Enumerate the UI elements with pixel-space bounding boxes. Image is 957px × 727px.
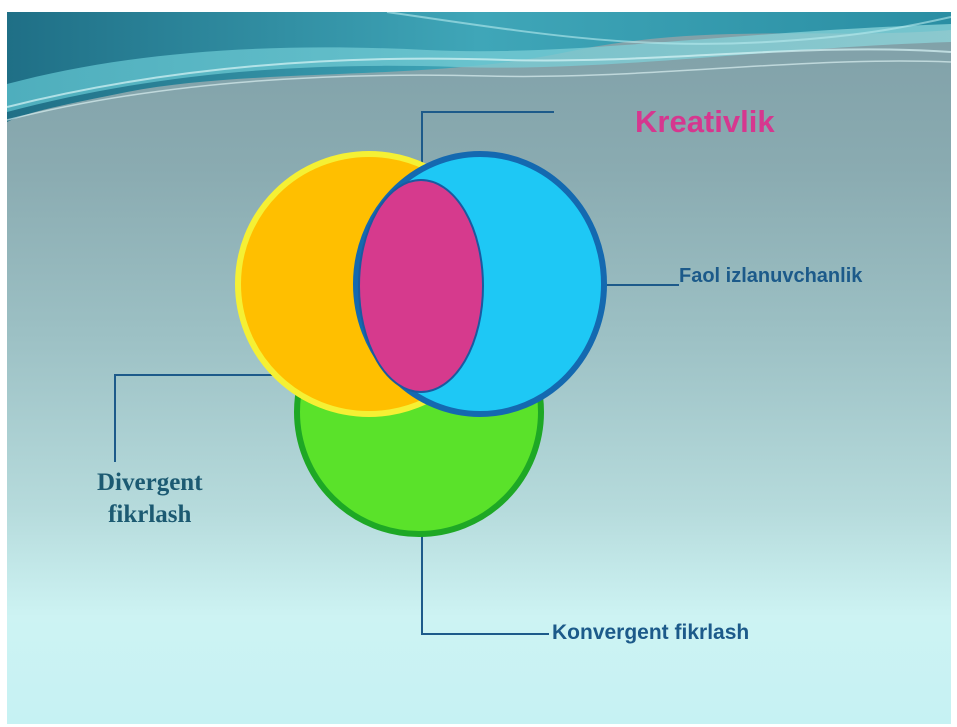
faol-izlanuvchanlik-label: Faol izlanuvchanlik [679,265,863,287]
kreativlik-label: Kreativlik [635,104,775,139]
konvergent-connector [421,535,549,635]
divergent-label-line1: Divergent [97,469,203,496]
kreativlik-lens [358,179,484,393]
header-wave [7,12,951,122]
divergent-connector [114,374,277,462]
slide: Kreativlik Faol izlanuvchanlik Divergent… [7,12,951,724]
divergent-fikrlash-label: Divergent fikrlash [97,467,203,531]
konvergent-fikrlash-label: Konvergent fikrlash [552,621,750,644]
divergent-label-line2: fikrlash [108,501,192,528]
diagram-canvas [7,12,951,635]
